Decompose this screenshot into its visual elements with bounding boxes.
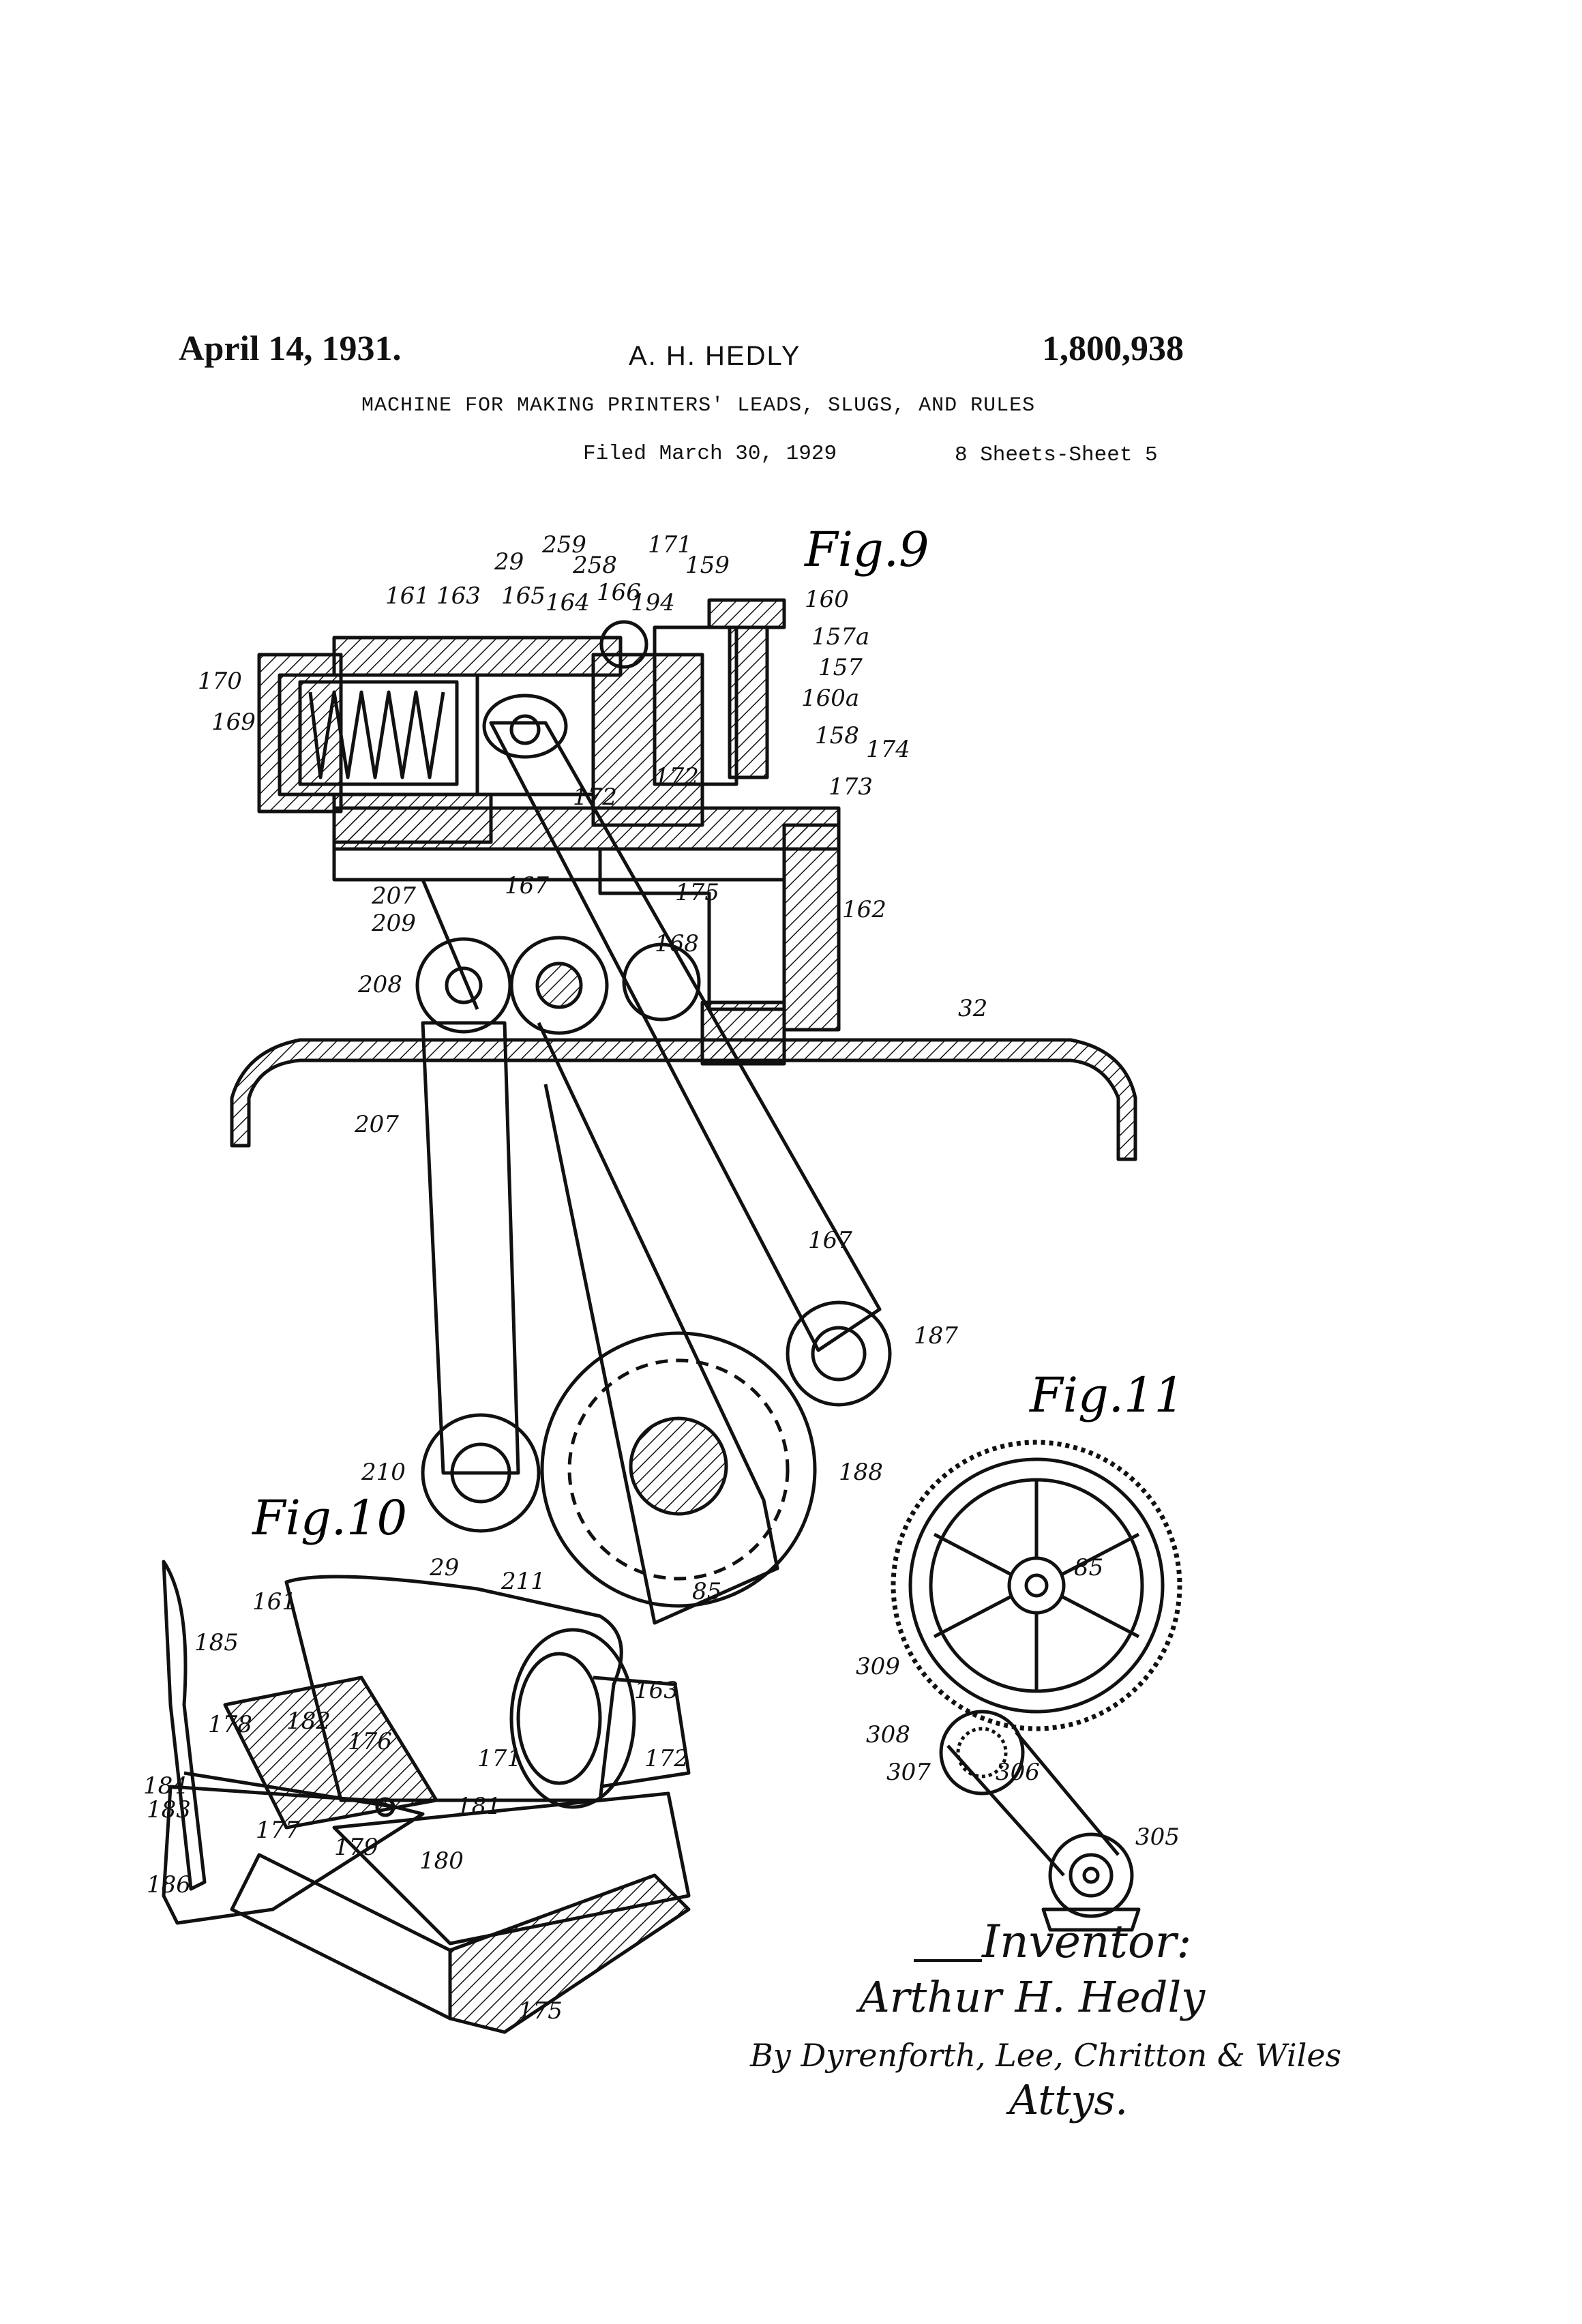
ref-numeral: 177	[256, 1817, 300, 1844]
ref-numeral: 208	[357, 971, 402, 998]
ref-numeral: 181	[457, 1793, 501, 1820]
ref-numeral: 85	[692, 1578, 721, 1605]
ref-numeral: 162	[842, 896, 886, 923]
inventor-signature: Arthur H. Hedly	[856, 1972, 1206, 2022]
ref-numeral: 171	[477, 1745, 522, 1772]
ref-numeral: 184	[143, 1772, 188, 1800]
inventor-caption: Inventor:	[981, 1916, 1191, 1968]
ref-numeral: 210	[361, 1459, 406, 1486]
ref-numeral: 158	[815, 722, 859, 749]
figure-11-drawing	[893, 1442, 1180, 1930]
ref-numeral: 186	[147, 1871, 191, 1898]
ref-numeral: 29	[429, 1554, 459, 1581]
ref-numeral: 305	[1135, 1823, 1180, 1851]
fig10-label: Fig.10	[251, 1490, 407, 1546]
ref-numeral: 167	[505, 872, 549, 899]
signature-block: Inventor: Arthur H. Hedly By Dyrenforth,…	[749, 1916, 1341, 2124]
ref-numeral: 169	[211, 709, 256, 736]
ref-numeral: 32	[958, 995, 987, 1022]
fig11-label: Fig.11	[1028, 1367, 1184, 1423]
ref-numeral: 175	[518, 1997, 563, 2025]
ref-numeral: 173	[829, 773, 873, 801]
fig11-reference-numerals: 85 309 308 307 306 305	[856, 1554, 1180, 1851]
ref-numeral: 307	[886, 1759, 931, 1786]
ref-numeral: 168	[655, 930, 699, 957]
ref-numeral: 165	[501, 582, 546, 610]
ref-numeral: 182	[286, 1708, 331, 1735]
ref-numeral: 207	[371, 882, 416, 910]
ref-numeral: 164	[546, 589, 590, 616]
ref-numeral: 160a	[801, 685, 859, 712]
fig9-label: Fig.9	[803, 522, 929, 578]
ref-numeral: 85	[1074, 1554, 1103, 1581]
ref-numeral: 172	[655, 763, 699, 790]
attorneys-signature: By Dyrenforth, Lee, Chritton & Wiles	[749, 2037, 1341, 2074]
ref-numeral: 160	[805, 586, 849, 613]
ref-numeral: 194	[631, 589, 675, 616]
ref-numeral: 258	[572, 552, 617, 579]
ref-numeral: 309	[856, 1653, 900, 1680]
ref-numeral: 163	[436, 582, 481, 610]
ref-numeral: 183	[147, 1796, 191, 1823]
ref-numeral: 167	[808, 1227, 852, 1254]
ref-numeral: 178	[208, 1711, 252, 1738]
ref-numeral: 188	[839, 1459, 883, 1486]
figure-10-drawing	[164, 1562, 689, 2032]
ref-numeral: 157a	[811, 623, 869, 651]
ref-numeral: 176	[348, 1728, 392, 1755]
ref-numeral: 187	[914, 1322, 958, 1350]
ref-numeral: 161	[385, 582, 430, 610]
ref-numeral: 180	[419, 1847, 464, 1875]
ref-numeral: 209	[371, 910, 416, 937]
ref-numeral: 157	[818, 654, 863, 681]
ref-numeral: 174	[866, 736, 910, 763]
ref-numeral: 163	[634, 1677, 678, 1704]
ref-numeral: 211	[501, 1568, 546, 1595]
ref-numeral: 207	[354, 1111, 399, 1138]
ref-numeral: 179	[334, 1834, 378, 1861]
ref-numeral: 308	[866, 1721, 910, 1748]
ref-numeral: 185	[194, 1629, 239, 1656]
ref-numeral: 175	[675, 879, 719, 906]
ref-numeral: 159	[685, 552, 730, 579]
ref-numeral: 172	[644, 1745, 689, 1772]
ref-numeral: 306	[996, 1759, 1040, 1786]
ref-numeral: 172	[573, 784, 617, 811]
ref-numeral: 170	[198, 668, 242, 695]
attorneys-label: Attys.	[1006, 2076, 1128, 2124]
ref-numeral: 29	[494, 548, 524, 576]
ref-numeral: 161	[252, 1588, 297, 1615]
